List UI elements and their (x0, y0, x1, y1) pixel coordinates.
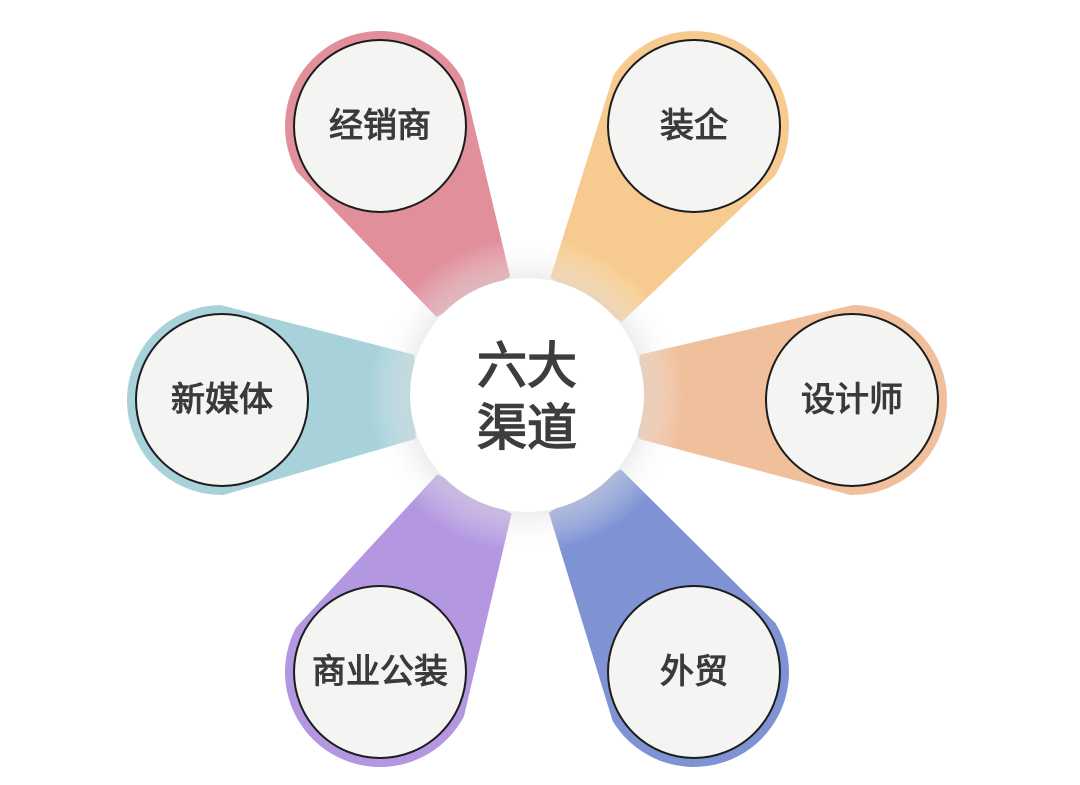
petal-inner-circle (765, 313, 939, 487)
center-title-line2: 渠道 (477, 399, 577, 457)
petal-new-media: 新媒体 (126, 305, 416, 496)
petal-inner-circle (607, 585, 781, 759)
petal-inner-circle (135, 313, 309, 487)
center-title-line1: 六大 (477, 337, 577, 395)
center-hub: 六大 渠道 (369, 237, 685, 553)
petal-dealers: 经销商 (285, 31, 511, 317)
petal-label: 商业公装 (312, 652, 448, 692)
petal-inner-circle (293, 585, 467, 759)
petal-decoration-firms: 装企 (550, 31, 789, 322)
petal-label: 设计师 (801, 380, 903, 420)
petal-foreign-trade: 外贸 (548, 469, 789, 767)
petal-inner-circle (293, 39, 467, 213)
petal-label: 新媒体 (171, 380, 273, 420)
petal-label: 装企 (660, 106, 729, 146)
petal-inner-circle (607, 39, 781, 213)
petal-label: 外贸 (660, 652, 728, 692)
petal-designers: 设计师 (638, 305, 948, 496)
petal-commercial-fitout: 商业公装 (285, 474, 512, 768)
petal-label: 经销商 (329, 106, 431, 146)
center-circle (410, 278, 644, 512)
